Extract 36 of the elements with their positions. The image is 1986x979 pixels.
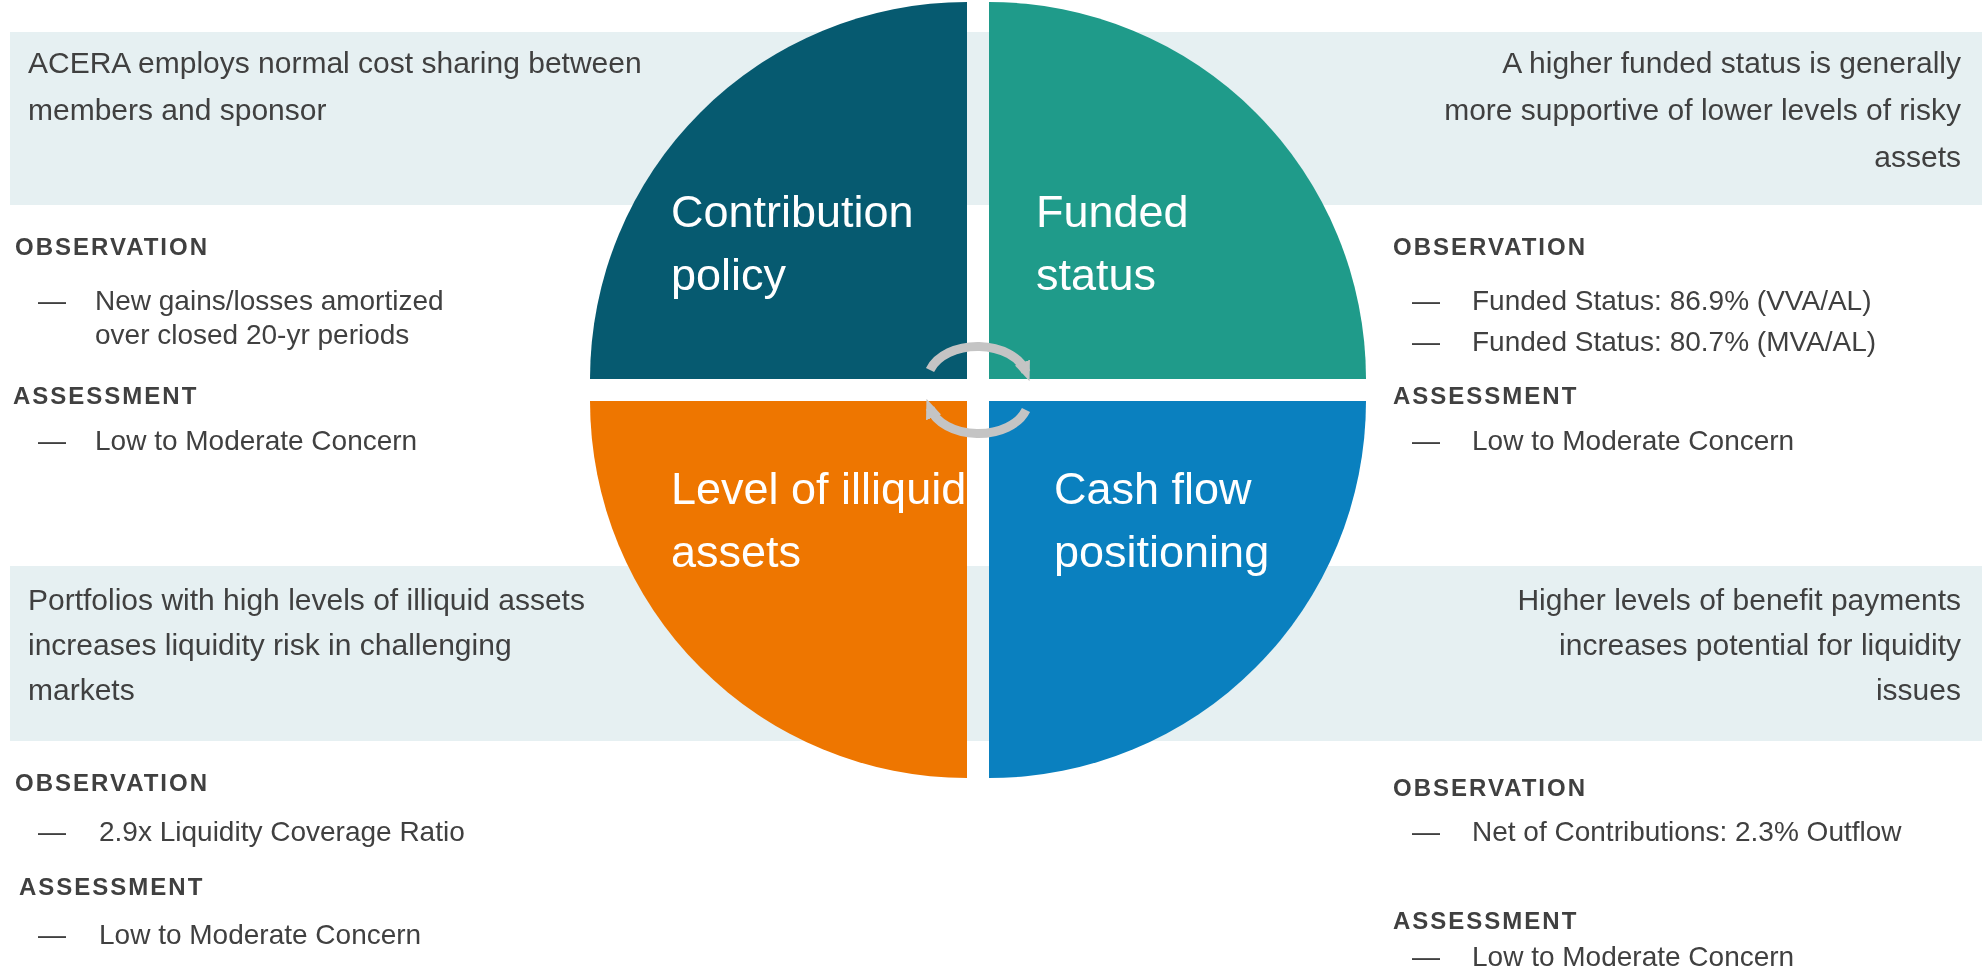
section-heading: ASSESSMENT [19,872,205,902]
description-text: A higher funded status is generally more supportive of lower levels of risky assets [1443,45,1961,175]
section-heading: OBSERVATION [1393,232,1588,262]
quadrant-title: Level of illiquid assets [671,462,968,579]
quadrant-title: Cash flow positioning [1054,462,1271,579]
bullet-text: Low to Moderate Concern [1472,940,1795,974]
section-heading: OBSERVATION [15,232,210,262]
description-text: ACERA employs normal cost sharing between members and sponsor [28,45,643,128]
bullet-text: 2.9x Liquidity Coverage Ratio [99,815,465,849]
section-heading: ASSESSMENT [1393,906,1579,936]
bullet-text: Low to Moderate Concern [99,918,422,952]
bullet-dash: — [1412,424,1440,458]
section-heading: ASSESSMENT [1393,381,1579,411]
bullet-dash: — [38,815,66,849]
bullet-dash: — [38,918,66,952]
bullet-dash: — [1412,325,1440,359]
bullet-text: Low to Moderate Concern [95,424,418,458]
section-heading: ASSESSMENT [13,381,199,411]
bullet-text: Low to Moderate Concern [1472,424,1795,458]
quadrant-title: Funded status [1036,185,1190,302]
description-text: Higher levels of benefit payments increases potential for liquidity issues [1516,582,1961,708]
bullet-text: New gains/losses amortized over closed 20-yr periods [95,284,445,352]
bullet-dash: — [1412,284,1440,318]
quadrant-title: Contribution policy [671,185,915,302]
bullet-dash: — [1412,940,1440,974]
bullet-dash: — [1412,815,1440,849]
cycle-arrow [925,399,1030,438]
description-text: Portfolios with high levels of illiquid assets increases liquidity risk in challenging markets [28,582,586,708]
bullet-dash: — [38,284,66,318]
cycle-arrow [926,342,1031,381]
bullet-text: Funded Status: 80.7% (MVA/AL) [1472,325,1877,359]
bullet-text: Net of Contributions: 2.3% Outflow [1472,815,1902,849]
bullet-text: Funded Status: 86.9% (VVA/AL) [1472,284,1872,318]
section-heading: OBSERVATION [1393,773,1588,803]
bullet-dash: — [38,424,66,458]
section-heading: OBSERVATION [15,768,210,798]
